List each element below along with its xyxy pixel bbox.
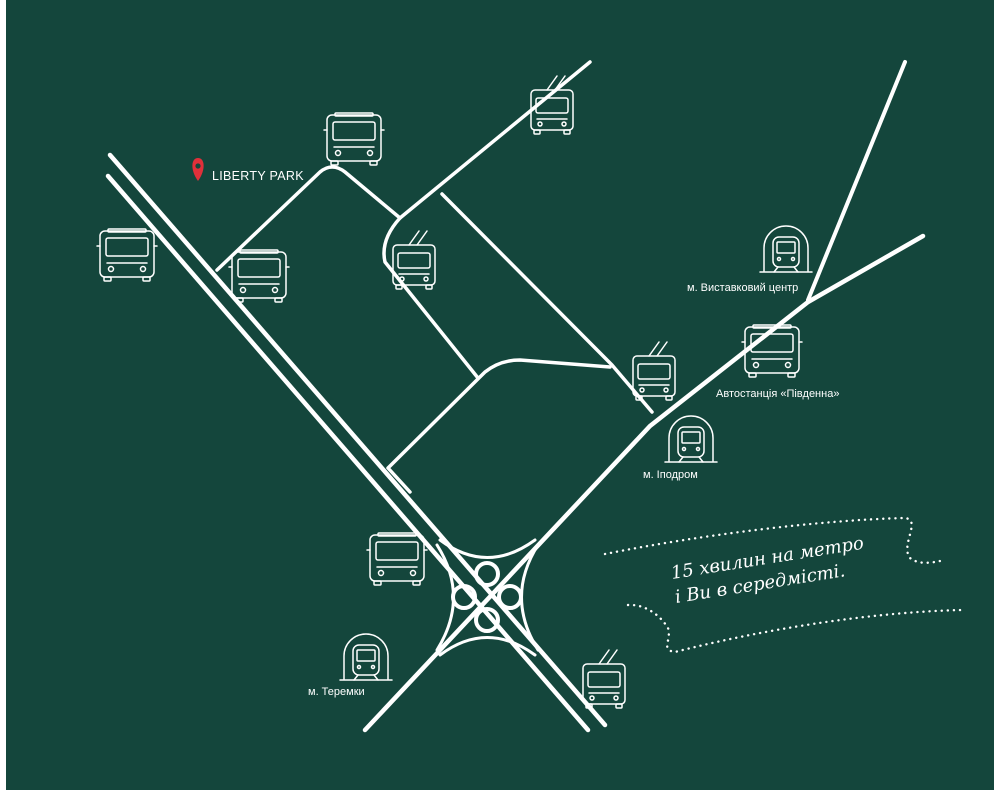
station-label-avtostantsiia: Автостанція «Південна» <box>716 388 839 400</box>
pin-icon-group <box>192 158 204 181</box>
map-background <box>6 0 994 790</box>
station-label-ipodrom: м. Іподром <box>643 469 698 481</box>
location-pin-icon <box>192 158 204 181</box>
liberty-park-label: LIBERTY PARK <box>212 169 304 183</box>
station-label-teremky: м. Теремки <box>308 686 365 698</box>
station-label-vystavkovyi: м. Виставковий центр <box>687 282 798 294</box>
roundabout-interchange <box>435 538 540 657</box>
road-network <box>105 60 926 733</box>
